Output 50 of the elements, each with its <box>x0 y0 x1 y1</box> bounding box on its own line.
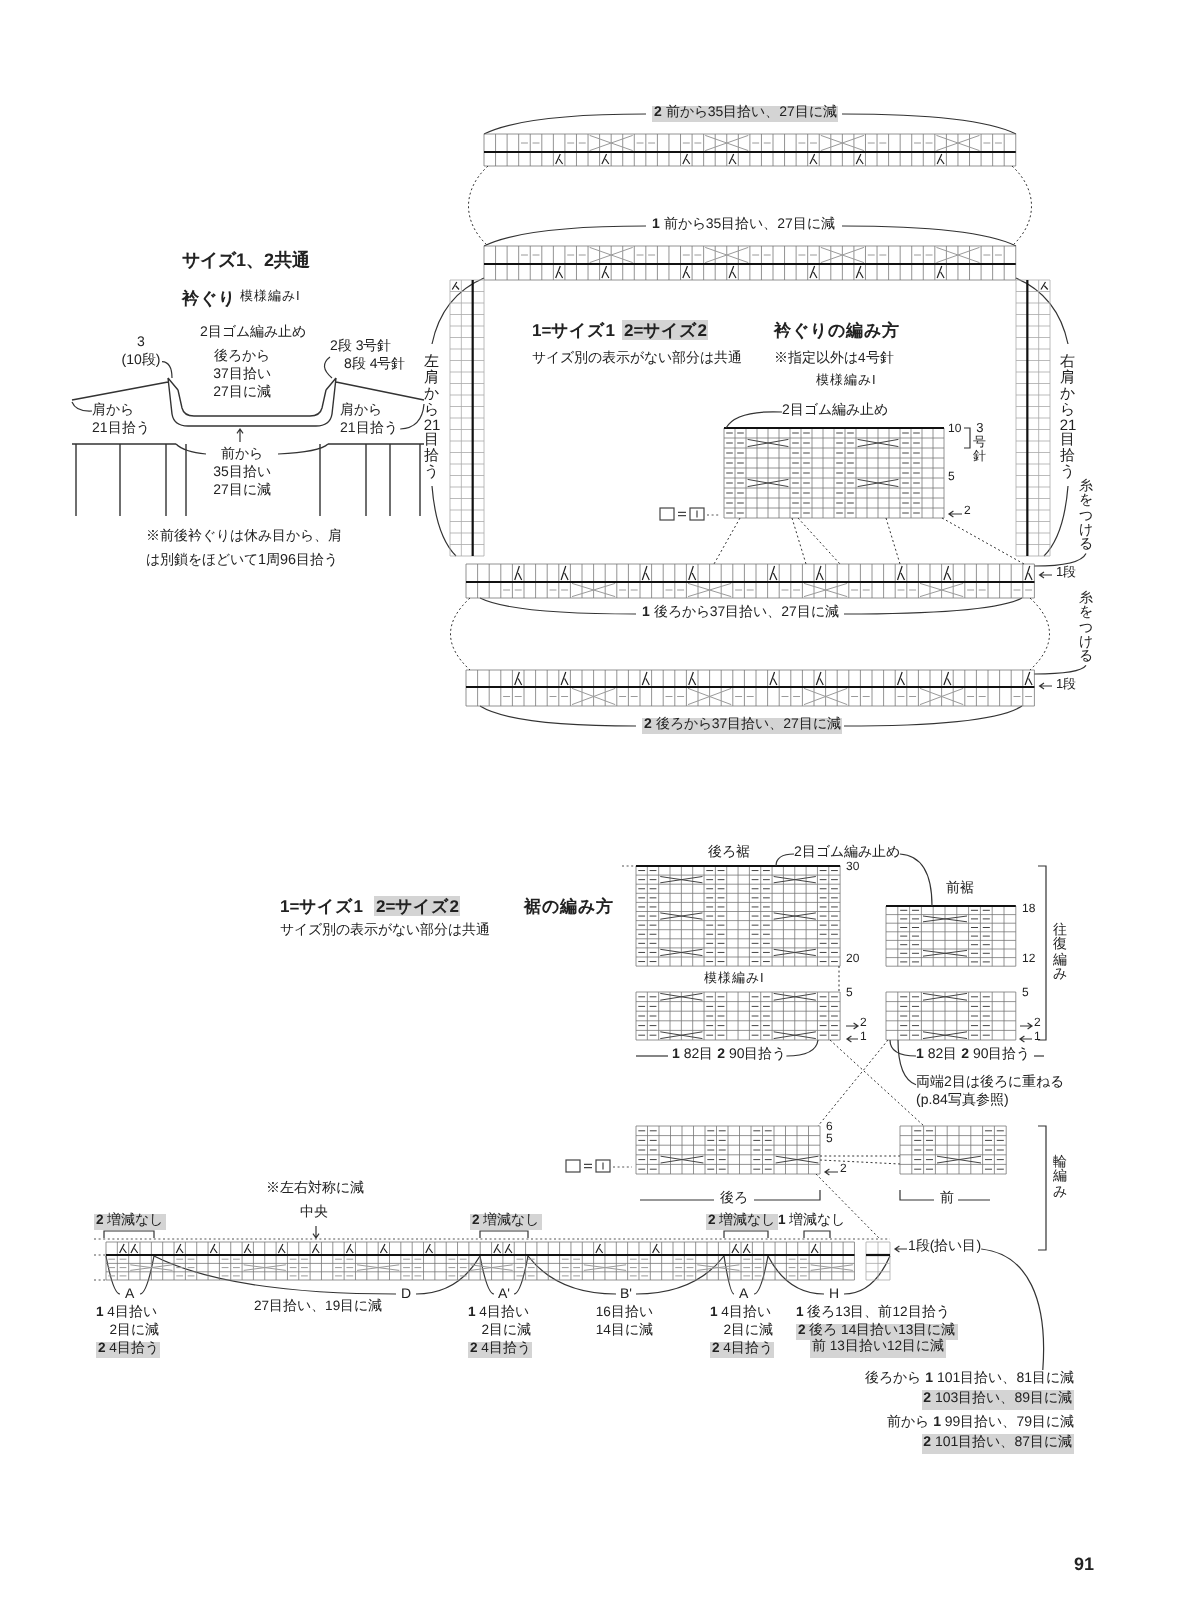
size-key: 2=サイズ2 <box>622 319 709 341</box>
knitting-chart <box>465 563 1035 599</box>
knitting-chart <box>885 904 1017 967</box>
guide-line <box>468 165 489 247</box>
knitting-chart <box>483 133 1017 167</box>
leader-line <box>775 853 795 867</box>
knitting-chart <box>885 991 1017 1041</box>
guide-line <box>819 1155 901 1157</box>
knitting-chart <box>93 1238 891 1281</box>
heading: 衿ぐりの編み方 <box>774 319 900 341</box>
guide-line <box>1029 597 1050 671</box>
guide-line <box>819 1159 901 1165</box>
leader-line <box>323 356 333 379</box>
knitting-chart <box>449 279 485 557</box>
size-key: 1=サイズ1 <box>532 319 615 341</box>
knitting-chart <box>621 864 841 967</box>
leader-line <box>980 1248 1045 1371</box>
page-number: 91 <box>1074 1554 1095 1578</box>
size-key: 1=サイズ1 <box>280 895 363 917</box>
heading: 衿ぐり <box>182 287 236 309</box>
guide-line <box>791 517 807 565</box>
guide-line <box>829 1039 925 1127</box>
guide-line <box>941 517 1025 565</box>
knitting-chart <box>899 1125 1007 1175</box>
leader-line <box>889 1039 917 1057</box>
leader-line <box>899 853 933 907</box>
guide-line <box>713 517 741 565</box>
leader-line <box>785 1039 819 1057</box>
guide-line <box>817 1039 889 1127</box>
guide-line <box>450 597 471 671</box>
knitting-chart <box>483 245 1017 281</box>
size-key: 2=サイズ2 <box>374 895 461 917</box>
knitting-chart <box>465 669 1035 707</box>
guide-line <box>797 517 841 565</box>
guide-line <box>815 1173 881 1240</box>
leader-line <box>725 411 783 429</box>
heading: サイズ1、2共通 <box>182 250 311 274</box>
leader-line <box>1033 664 1087 675</box>
guide-line <box>1011 165 1032 247</box>
knitting-chart <box>1015 279 1051 557</box>
knitting-chart <box>635 1125 821 1175</box>
knitting-chart <box>635 991 841 1041</box>
leader-line <box>399 403 425 430</box>
guide-line <box>885 517 901 565</box>
leader-line <box>71 401 93 412</box>
leader-line <box>161 361 173 379</box>
leader-line <box>897 1039 917 1086</box>
knitting-chart <box>723 426 945 519</box>
guide-line <box>838 965 840 993</box>
leader-line <box>1033 552 1087 567</box>
